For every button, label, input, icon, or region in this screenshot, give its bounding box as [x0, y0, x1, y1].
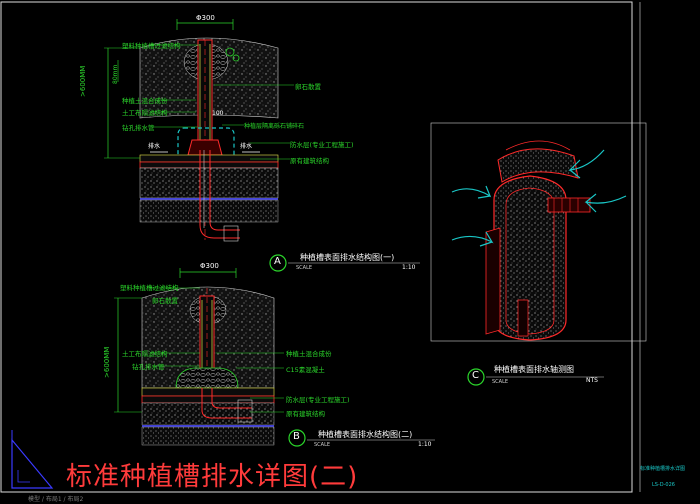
detail-b-label-left-1: 钻孔排水管 [132, 363, 165, 371]
detail-b-label-bottom-1: 原有建筑结构 [286, 410, 325, 418]
detail-a-water-left: 排水 [148, 143, 161, 150]
detail-b-label-right-1: C15素混凝土 [286, 366, 325, 374]
detail-a [104, 19, 420, 272]
detail-c-scale-label: SCALE [492, 379, 509, 385]
detail-b-label-gravel: 卵石散置 [152, 297, 178, 305]
title-block-note: 标准种植槽排水详图 [640, 466, 686, 472]
drain-cap [187, 139, 223, 156]
detail-a-dim-100: 100 [212, 110, 224, 117]
detail-a-scale-value: 1:10 [402, 264, 416, 271]
detail-b-label-bottom-0: 防水层(专业工程施工) [286, 396, 350, 404]
detail-a-label-right-1: 种植层隔离砾石铺碎石 [244, 123, 305, 130]
detail-a-dim-80: 80mm [112, 64, 119, 84]
detail-c [430, 122, 647, 386]
detail-c-scale-value: NTS [586, 377, 598, 384]
detail-c-marker-letter: C [472, 370, 479, 381]
marker-c [467, 368, 485, 386]
marker-b [288, 429, 306, 447]
detail-b-dim-top: Φ300 [200, 262, 219, 270]
detail-a-scale-label: SCALE [296, 265, 313, 271]
detail-b-label-left-0: 土工布隔滤结构 [122, 350, 168, 358]
detail-a-dim-side: >600MM [79, 65, 87, 97]
detail-b-top-left-label: 塑料种植槽过滤结构 [120, 284, 179, 292]
detail-a-label-left-1: 种植土混合成份 [122, 97, 168, 105]
detail-c-frame [430, 122, 647, 342]
detail-a-marker-letter: A [274, 256, 281, 267]
detail-b-label-right-0: 种植土混合成份 [286, 350, 332, 358]
detail-b-scale-label: SCALE [314, 442, 331, 448]
layout-tabs-status[interactable]: 模型 / 布局1 / 布局2 [28, 496, 84, 503]
detail-b-scale-value: 1:10 [418, 441, 432, 448]
detail-a-label-right-2: 防水层(专业工程施工) [290, 141, 354, 149]
detail-a-water-right: 排水 [240, 143, 253, 150]
detail-a-label-right-0: 卵石散置 [295, 83, 321, 91]
drawing-title: 标准种植槽排水详图(二) [66, 462, 359, 492]
detail-a-caption: 种植槽表面排水结构图(一) [300, 253, 395, 262]
detail-c-caption: 种植槽表面排水轴测图 [494, 365, 574, 374]
detail-a-label-left-3: 钻孔排水管 [122, 124, 155, 132]
detail-a-label-left-2: 土工布隔滤结构 [122, 109, 168, 117]
detail-a-dim-top: Φ300 [196, 14, 215, 22]
detail-b [114, 268, 435, 447]
detail-b-caption: 种植槽表面排水结构图(二) [318, 430, 413, 439]
title-block-number: LS-D-026 [652, 482, 675, 488]
detail-a-label-left-0: 塑料种植槽过滤结构 [122, 42, 181, 50]
detail-b-marker-letter: B [293, 431, 300, 442]
detail-a-label-right-3: 原有建筑结构 [290, 157, 329, 165]
ucs-icon [11, 430, 54, 489]
marker-a [269, 254, 287, 272]
detail-b-dim-side: >600MM [103, 346, 111, 378]
